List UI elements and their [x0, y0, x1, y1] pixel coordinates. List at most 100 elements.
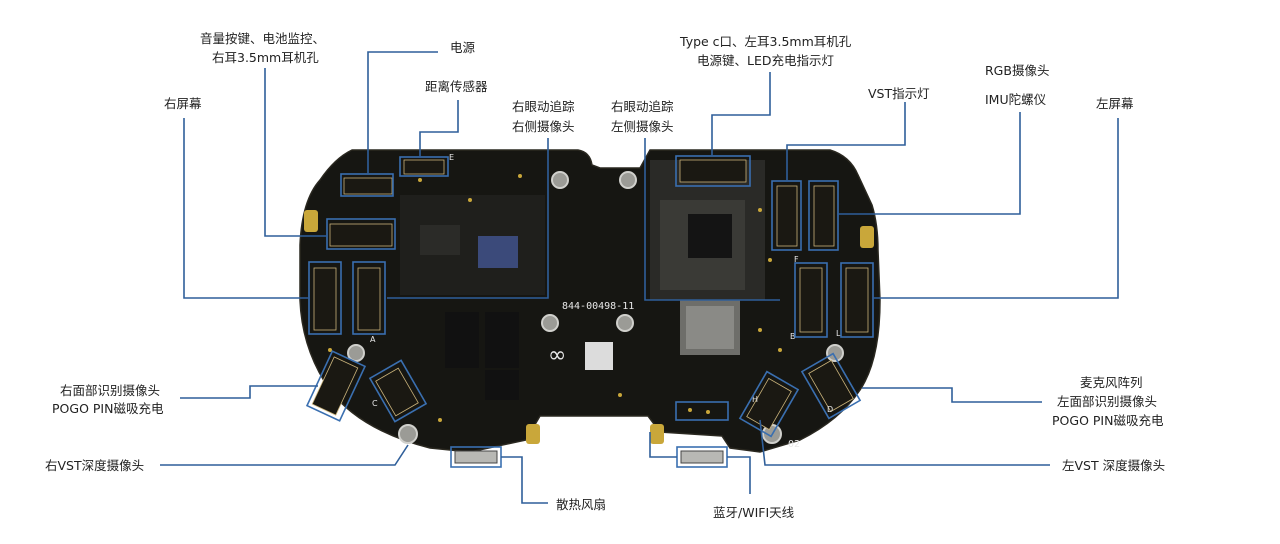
box-right-face-a: [305, 350, 367, 422]
silkscreen-marker-c: C: [372, 399, 378, 408]
test-pad: [688, 408, 692, 412]
labels: 音量按键、电池监控、 右耳3.5mm耳机孔 电源 距离传感器 右屏幕 右眼动追踪…: [45, 31, 1165, 520]
test-pad: [438, 418, 442, 422]
box-left-screen-a: [794, 262, 828, 338]
connector: [679, 159, 747, 183]
silkscreen-marker-f: F: [794, 255, 799, 264]
memory-chip-d: [485, 370, 519, 400]
leader-right-eye: [387, 138, 549, 299]
connectors: [311, 159, 869, 464]
box-right-face-b: [368, 359, 428, 423]
connector: [776, 185, 798, 247]
board-code-silkscreen: 02: [788, 439, 800, 450]
screw-hole: [551, 171, 569, 189]
silkscreen-marker-l: L: [836, 329, 841, 338]
leader-right-screen: [183, 118, 309, 299]
leader-power: [367, 51, 438, 174]
connector: [311, 356, 359, 416]
silkscreen-marker-e: E: [449, 153, 454, 162]
connector: [808, 359, 854, 413]
label-volume-battery-line2: 右耳3.5mm耳机孔: [212, 50, 319, 65]
screw-hole: [619, 171, 637, 189]
leader-right-vst: [160, 444, 409, 466]
label-bt-wifi: 蓝牙/WIFI天线: [713, 505, 795, 520]
label-volume-battery-line1: 音量按键、电池监控、: [200, 31, 325, 46]
box-right-screen-b: [352, 261, 386, 335]
label-right-face-line2: POGO PIN磁吸充电: [52, 401, 164, 416]
label-typec-line1: Type c口、左耳3.5mm耳机孔: [679, 34, 852, 49]
label-mic-line2: 左面部识别摄像头: [1057, 394, 1157, 409]
connector: [813, 185, 835, 247]
screw-hole: [541, 314, 559, 332]
label-power: 电源: [450, 40, 476, 55]
memory-chip-c: [485, 312, 519, 368]
connector: [375, 367, 419, 417]
connector: [845, 267, 869, 333]
label-right-eye-line2: 右侧摄像头: [512, 119, 575, 134]
test-pad: [778, 348, 782, 352]
mounting-pads: [304, 210, 874, 444]
label-right-eye2-line1: 右眼动追踪: [611, 99, 674, 114]
leader-left-screen: [873, 118, 1119, 299]
test-pad: [518, 174, 522, 178]
label-mic-line1: 麦克风阵列: [1080, 375, 1143, 390]
test-pad: [758, 328, 762, 332]
box-power: [340, 173, 394, 197]
silkscreen-marker-h: H: [752, 395, 758, 404]
label-mic-line3: POGO PIN磁吸充电: [1052, 413, 1164, 428]
connector: [357, 267, 381, 331]
leader-right-eye-2: [644, 138, 780, 301]
box-bt-top: [675, 401, 729, 421]
screw-hole: [398, 424, 418, 444]
leader-rgb-imu: [838, 112, 1021, 215]
qr-code: [585, 342, 613, 370]
screw-hole: [826, 344, 844, 362]
leader-typec: [711, 72, 771, 156]
leader-bt-wifi-2: [649, 432, 677, 458]
leader-lines: [160, 51, 1119, 504]
label-rgb-camera: RGB摄像头: [985, 63, 1049, 78]
label-right-face-line1: 右面部识别摄像头: [60, 383, 160, 398]
connector: [746, 377, 792, 431]
box-typec: [675, 155, 751, 187]
silkscreen-marker-d: D: [827, 405, 833, 414]
mounting-pad: [860, 226, 874, 248]
connector: [343, 177, 393, 195]
soc-chip-top: [686, 306, 734, 349]
label-imu: IMU陀螺仪: [985, 92, 1047, 107]
leader-fan: [501, 456, 548, 504]
connector: [403, 159, 445, 175]
label-right-screen: 右屏幕: [164, 96, 202, 111]
pcb-board: ∞: [299, 149, 881, 464]
main-chip-right: [478, 236, 518, 268]
leader-bt-wifi: [727, 456, 751, 494]
fan-connector: [454, 450, 498, 464]
leader-right-face: [180, 385, 318, 399]
connector: [329, 223, 393, 247]
leader-vst-indicator: [786, 102, 906, 181]
box-left-screen-b: [840, 262, 874, 338]
connector: [799, 267, 823, 333]
label-right-eye2-line2: 左侧摄像头: [611, 119, 674, 134]
meta-logo-icon: ∞: [548, 343, 566, 368]
box-distance-sensor: [399, 156, 449, 177]
box-left-face-a: [738, 370, 800, 438]
antenna-connector: [680, 450, 724, 464]
screw-hole: [616, 314, 634, 332]
test-pad: [618, 393, 622, 397]
memory-chip-b: [445, 312, 479, 368]
box-vst-b: [808, 180, 839, 251]
box-left-face-b: [800, 352, 862, 420]
label-fan: 散热风扇: [556, 497, 606, 512]
silkscreen-marker-a: A: [370, 335, 376, 344]
label-left-vst: 左VST 深度摄像头: [1062, 458, 1165, 473]
test-pad: [706, 410, 710, 414]
memory-chip-a: [420, 225, 460, 255]
test-pad: [328, 348, 332, 352]
main-chip-left: [688, 214, 732, 258]
mounting-pad: [650, 424, 664, 444]
label-vst-indicator: VST指示灯: [868, 86, 930, 101]
leader-volume: [264, 68, 327, 237]
label-right-vst: 右VST深度摄像头: [45, 458, 144, 473]
